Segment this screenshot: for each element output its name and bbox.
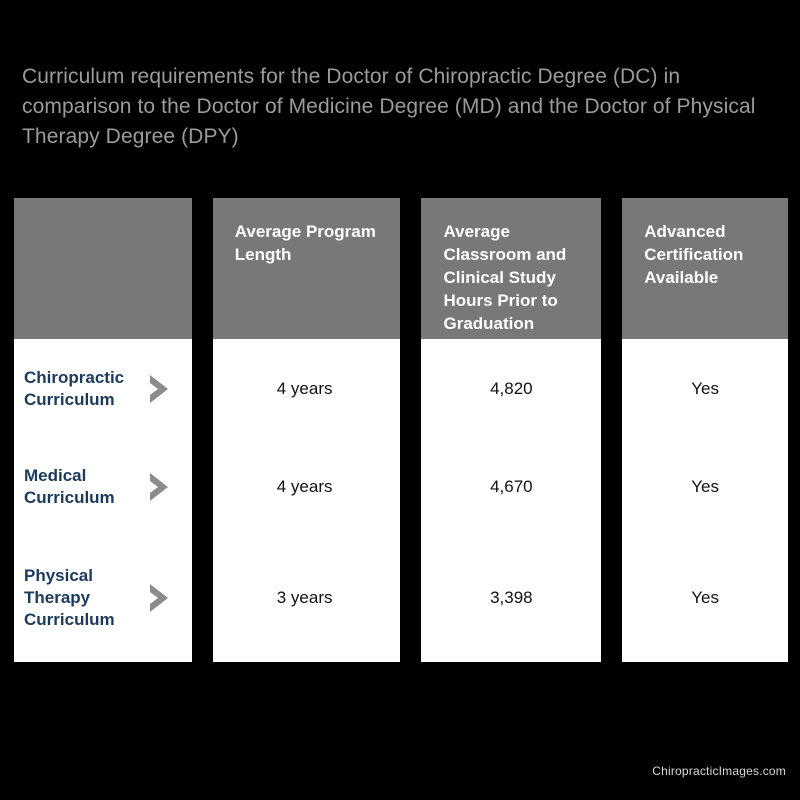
page-title: Curriculum requirements for the Doctor o… bbox=[22, 65, 756, 148]
column-body-program-length: 4 years 4 years 3 years bbox=[212, 339, 401, 662]
table-column-curriculum: Chiropractic Curriculum Medical Curricul… bbox=[14, 198, 192, 662]
comparison-table: Chiropractic Curriculum Medical Curricul… bbox=[14, 198, 788, 662]
cell-program-length: 3 years bbox=[276, 588, 333, 607]
column-header-curriculum bbox=[14, 198, 192, 339]
column-body-study-hours: 4,820 4,670 3,398 bbox=[421, 339, 602, 662]
column-body-advanced-certification: Yes Yes Yes bbox=[622, 339, 788, 662]
cell-advanced-certification: Yes bbox=[691, 588, 719, 607]
chevron-right-icon bbox=[144, 370, 182, 408]
table-row: Chiropractic Curriculum bbox=[14, 339, 192, 439]
watermark: ChiropracticImages.com bbox=[652, 764, 786, 778]
table-column-advanced-certification: Advanced Certification Available Yes Yes… bbox=[622, 198, 788, 662]
table-row: Physical Therapy Curriculum bbox=[14, 535, 192, 661]
cell-advanced-certification: Yes bbox=[691, 379, 719, 398]
chevron-right-icon bbox=[144, 468, 182, 506]
column-header-program-length: Average Program Length bbox=[212, 198, 401, 339]
cell-advanced-certification: Yes bbox=[691, 477, 719, 496]
cell-study-hours: 4,820 bbox=[490, 379, 533, 398]
column-header-advanced-certification: Advanced Certification Available bbox=[622, 198, 788, 339]
row-label: Physical Therapy Curriculum bbox=[24, 566, 115, 629]
cell-program-length: 4 years bbox=[276, 379, 333, 398]
cell-study-hours: 4,670 bbox=[490, 477, 533, 496]
chevron-right-icon bbox=[144, 579, 182, 617]
cell-study-hours: 3,398 bbox=[490, 588, 533, 607]
row-label: Medical Curriculum bbox=[24, 466, 115, 507]
row-label: Chiropractic Curriculum bbox=[24, 368, 125, 409]
column-body-curriculum: Chiropractic Curriculum Medical Curricul… bbox=[14, 339, 192, 662]
column-header-study-hours: Average Classroom and Clinical Study Hou… bbox=[421, 198, 602, 339]
table-row: Medical Curriculum bbox=[14, 439, 192, 535]
table-column-study-hours: Average Classroom and Clinical Study Hou… bbox=[421, 198, 602, 662]
cell-program-length: 4 years bbox=[276, 477, 333, 496]
table-column-program-length: Average Program Length 4 years 4 years 3… bbox=[212, 198, 401, 662]
